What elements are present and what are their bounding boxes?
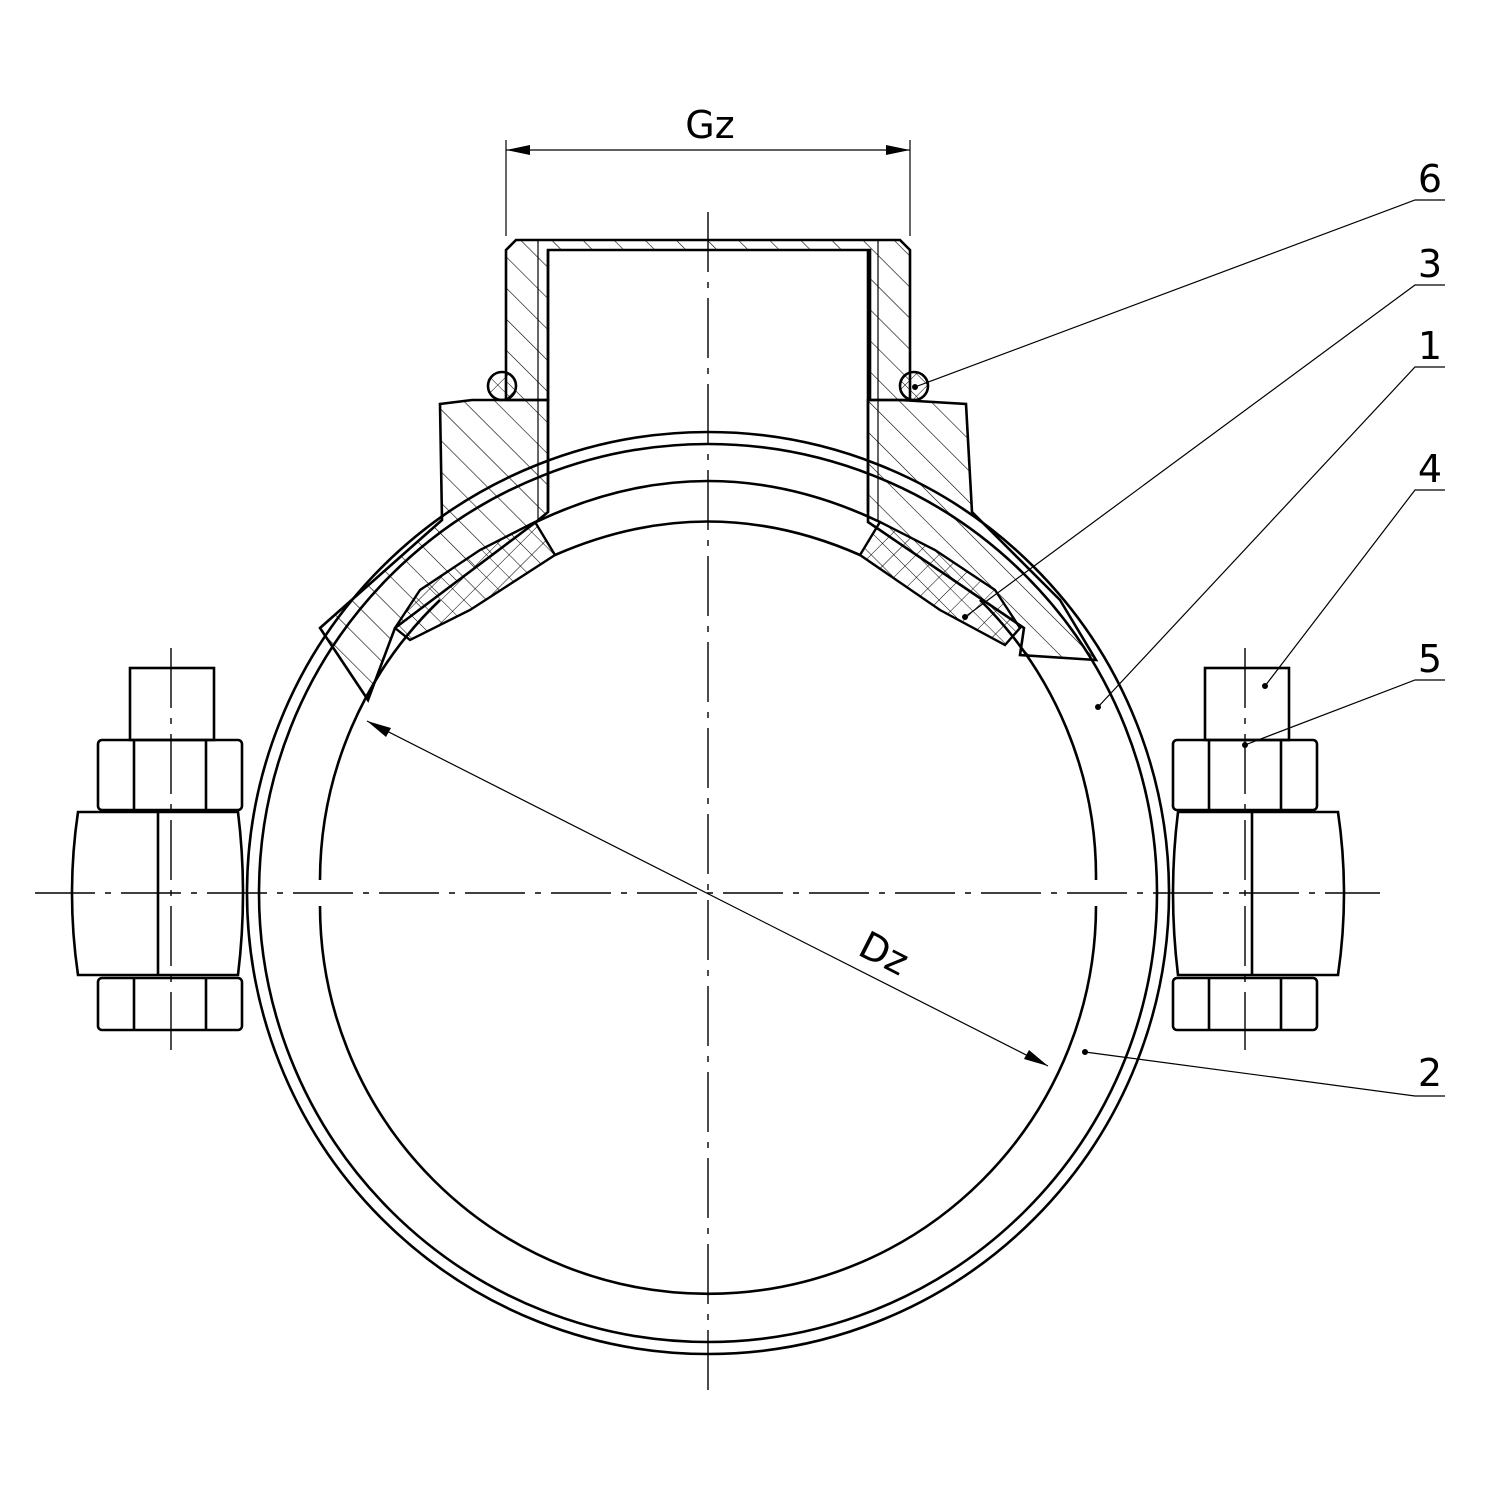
- svg-text:5: 5: [1418, 637, 1442, 681]
- dimension-gz: Gz: [505, 103, 911, 236]
- pipe-crown-inner: [554, 520, 861, 557]
- threaded-outlet: [504, 238, 912, 520]
- callout-3: 3: [962, 242, 1445, 620]
- callout-4: 4: [1262, 447, 1445, 689]
- callout-6: 6: [912, 157, 1445, 390]
- callout-1: 1: [1095, 324, 1445, 710]
- o-ring-left: [486, 370, 518, 402]
- svg-text:6: 6: [1418, 157, 1442, 201]
- gasket-left: [393, 520, 557, 642]
- svg-text:3: 3: [1418, 242, 1442, 286]
- gasket-right: [858, 520, 1022, 647]
- svg-text:4: 4: [1418, 447, 1442, 491]
- svg-text:1: 1: [1418, 324, 1442, 368]
- pipe-crown-outer: [535, 479, 881, 524]
- right-bolt-assembly: [1171, 648, 1346, 1050]
- dimension-label-gz: Gz: [685, 103, 734, 147]
- bolt: [1203, 666, 1291, 742]
- callout-5: 5: [1242, 637, 1445, 748]
- svg-text:2: 2: [1418, 1051, 1442, 1095]
- left-bolt-assembly: [70, 648, 245, 1050]
- dimension-label-dz: Dz: [852, 923, 916, 985]
- callout-2: 2: [1082, 1049, 1445, 1097]
